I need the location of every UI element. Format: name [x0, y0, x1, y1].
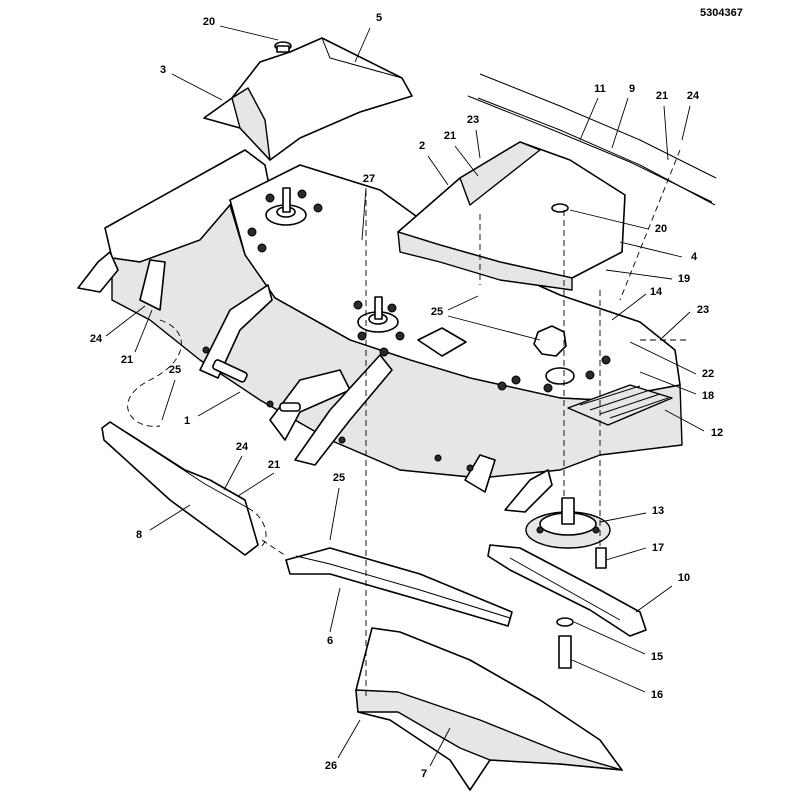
callout-label: 23	[467, 114, 479, 126]
front-baffle-left	[101, 421, 259, 556]
callout-label: 1	[184, 415, 190, 427]
deck-belts	[467, 73, 717, 206]
callout-label: 21	[121, 354, 133, 366]
callout-label: 27	[363, 173, 375, 185]
callout-label: 26	[325, 760, 337, 772]
left-belt-cover	[203, 37, 413, 161]
callout-label: 8	[136, 529, 142, 541]
callout-label: 19	[678, 273, 690, 285]
callout-label: 14	[650, 286, 663, 298]
spindle-blade-assembly	[487, 497, 647, 669]
callout-label: 25	[169, 364, 181, 376]
callout-label: 21	[656, 90, 668, 102]
callout-label: 5	[376, 12, 382, 24]
discharge-chute	[355, 627, 623, 791]
right-belt-cover	[397, 141, 626, 291]
callout-label: 16	[651, 689, 663, 701]
mower-deck-housing	[77, 149, 683, 513]
callout-label: 24	[236, 441, 249, 453]
callout-label: 15	[651, 651, 663, 663]
callout-label: 13	[652, 505, 664, 517]
callout-label: 7	[421, 768, 427, 780]
callout-label: 2	[419, 140, 425, 152]
callout-label: 11	[594, 83, 606, 95]
callout-label: 25	[431, 306, 443, 318]
callout-label: 9	[629, 83, 635, 95]
callout-label: 24	[90, 333, 103, 345]
callout-label: 21	[268, 459, 280, 471]
callout-label: 3	[160, 64, 166, 76]
front-baffle-center	[285, 547, 513, 627]
alignment-lines	[127, 149, 690, 700]
callout-label: 20	[655, 223, 667, 235]
document-number: 5304367	[700, 7, 743, 19]
callout-label: 21	[444, 130, 456, 142]
callout-label: 4	[691, 251, 698, 263]
callout-label: 24	[687, 90, 700, 102]
callout-label: 22	[702, 368, 714, 380]
callout-labels: 1234567891011121314151617181920202121212…	[90, 12, 723, 780]
callout-label: 20	[203, 16, 215, 28]
callout-label: 6	[327, 635, 333, 647]
callout-label: 23	[697, 304, 709, 316]
callout-label: 12	[711, 427, 723, 439]
callout-label: 18	[702, 390, 714, 402]
callout-label: 25	[333, 472, 345, 484]
callout-label: 10	[678, 572, 690, 584]
leader-lines	[105, 25, 705, 767]
callout-label: 17	[652, 542, 664, 554]
